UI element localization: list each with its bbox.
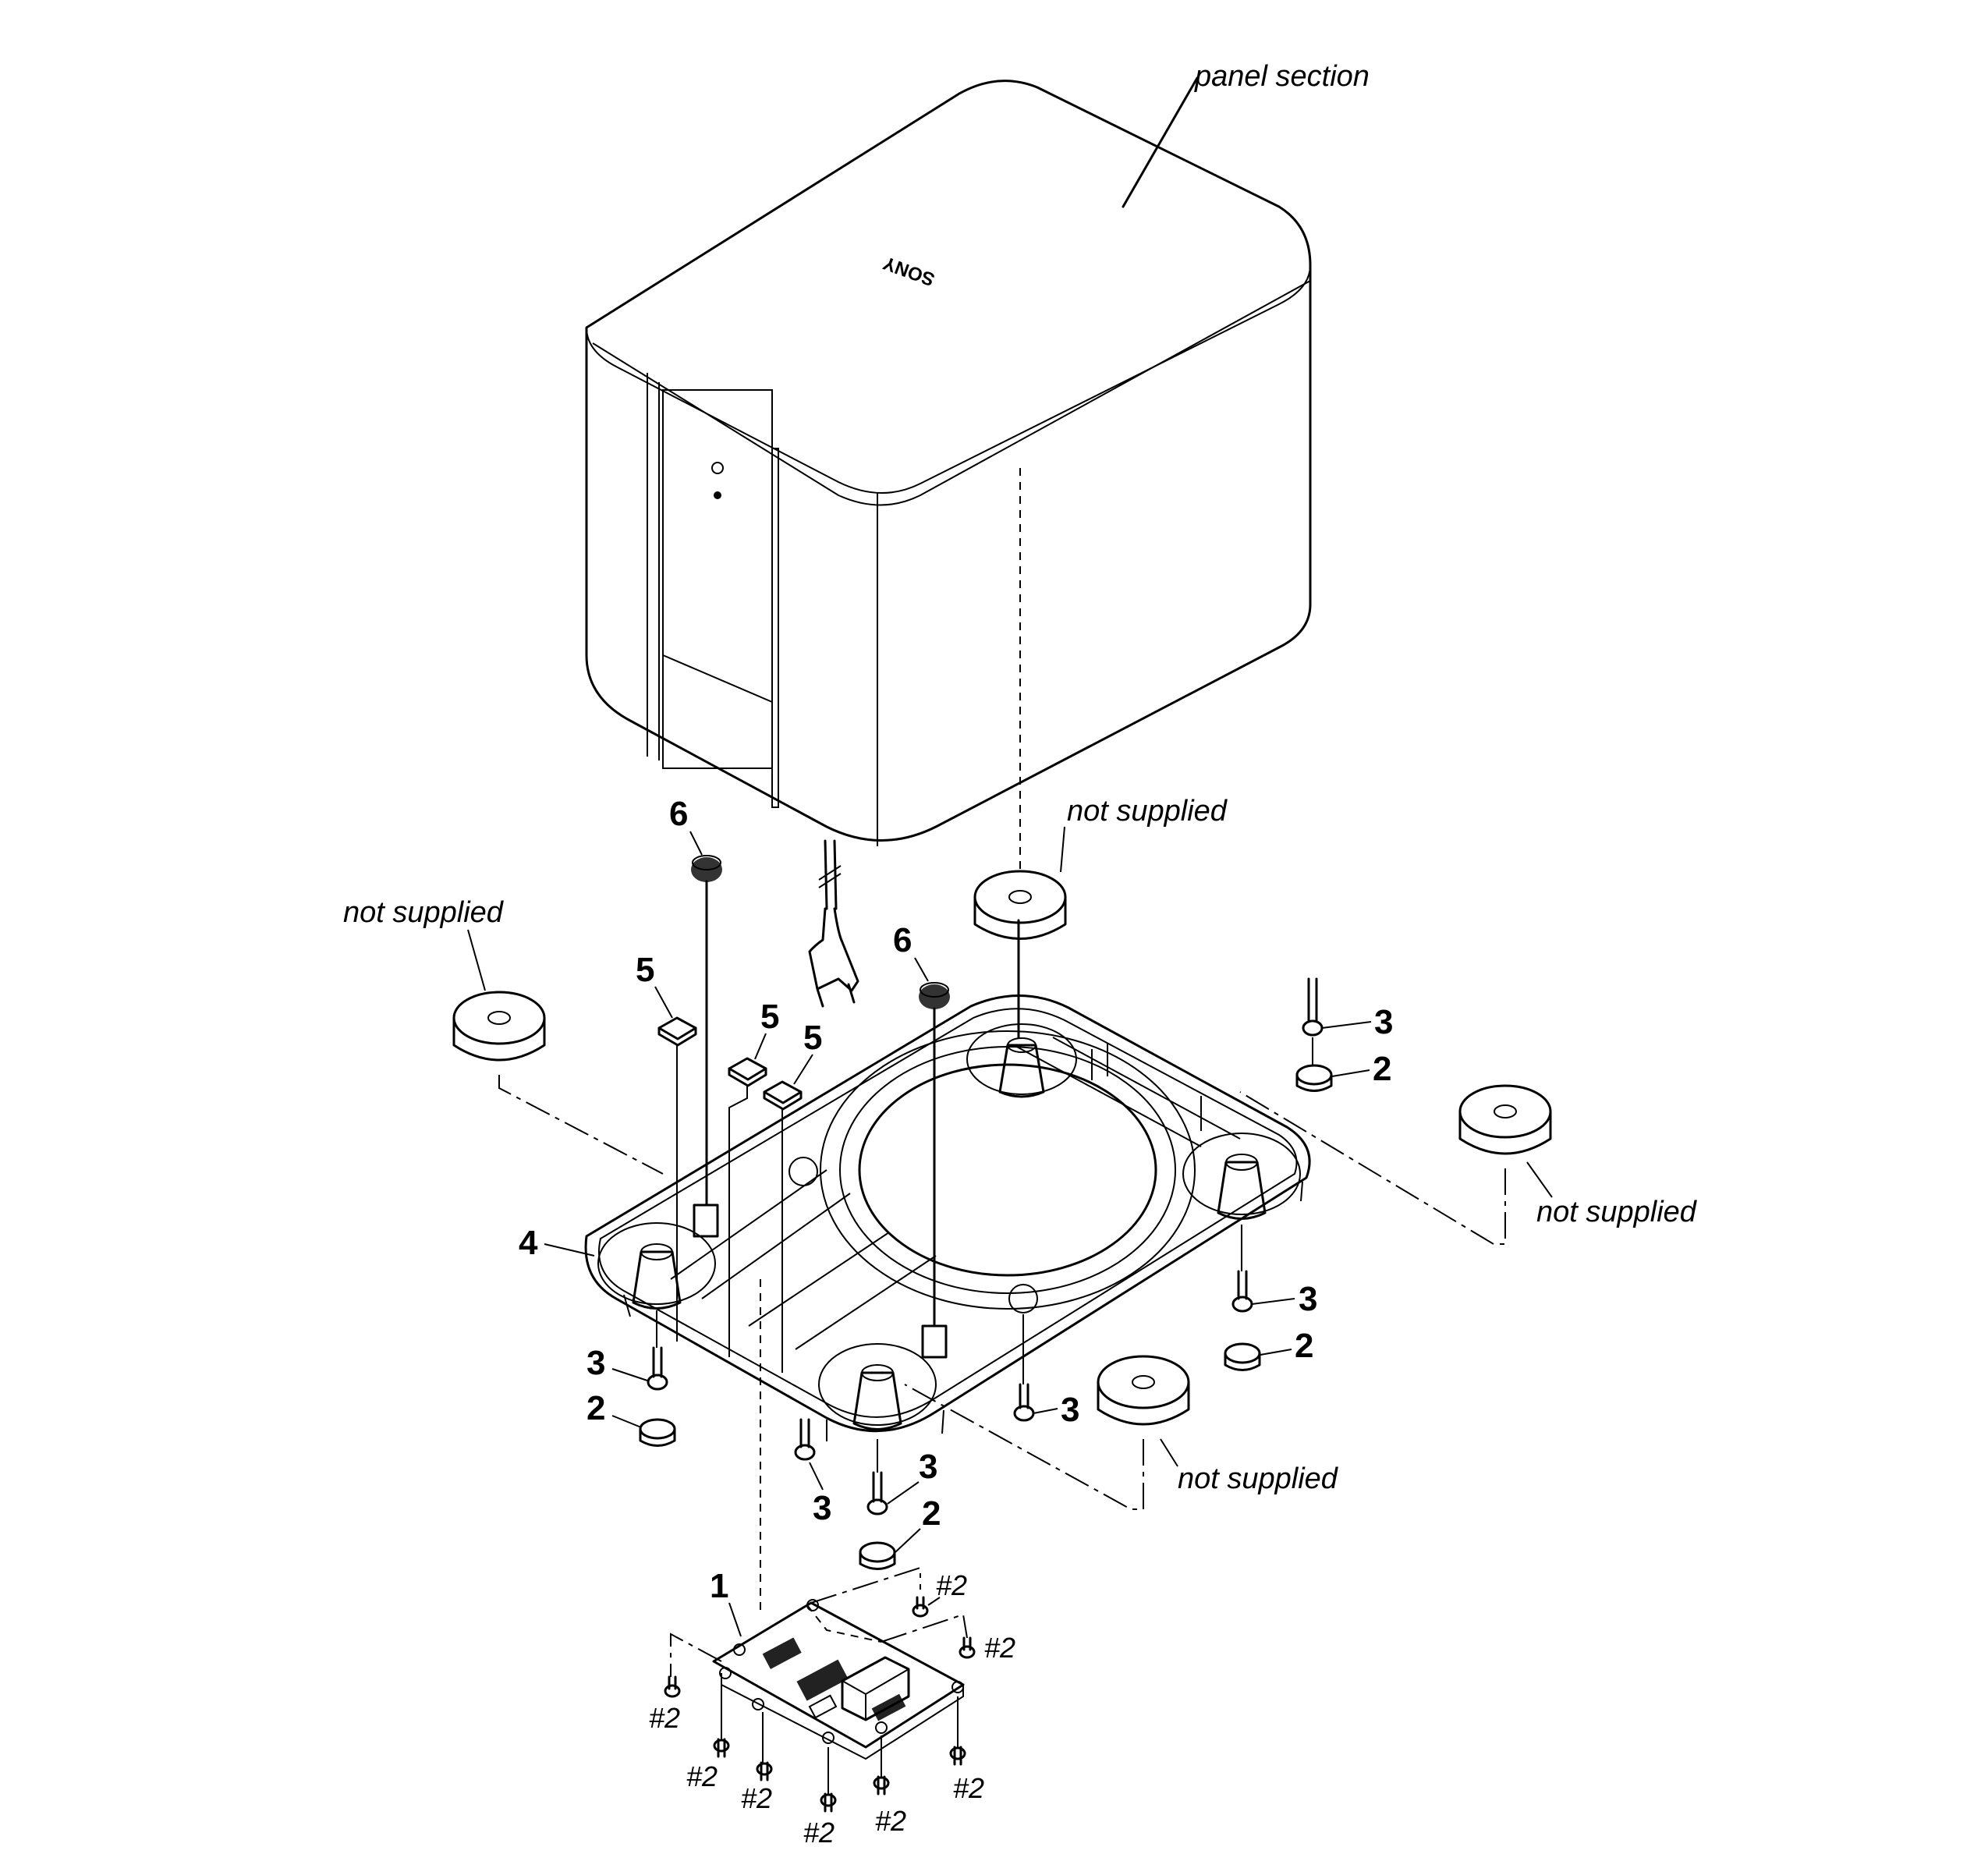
part-label-2-right: 2 <box>1295 1327 1313 1365</box>
foot-2-left <box>639 1418 676 1447</box>
screw-3-center-left <box>794 1418 816 1461</box>
part-label-2-left: 2 <box>586 1389 605 1427</box>
screw-ref-label-b: #2 <box>984 1632 1015 1664</box>
label-panel-section: panel section <box>1194 60 1370 93</box>
part-label-3-left: 3 <box>586 1344 605 1382</box>
label-not-supplied-top: not supplied <box>1067 795 1228 828</box>
part-label-2-top-right: 2 <box>1373 1050 1391 1088</box>
panel-section-enclosure: SONY <box>585 76 1312 846</box>
part-label-3-center-left: 3 <box>813 1489 831 1527</box>
circuit-board <box>670 1566 968 1760</box>
part-label-3-bottom: 3 <box>919 1448 937 1486</box>
brand-logo: SONY <box>881 252 937 290</box>
screw-ref-label-e: #2 <box>741 1782 772 1814</box>
part-5-c <box>763 1080 803 1373</box>
pad-not-supplied-bottom <box>1097 1355 1190 1426</box>
part-label-5-a: 5 <box>636 951 654 989</box>
foot-2-top-right <box>1295 1064 1333 1092</box>
part-5-b <box>728 1057 767 1357</box>
screw-ref-label-f: #2 <box>803 1817 835 1849</box>
foot-2-right <box>1224 1342 1261 1371</box>
pad-not-supplied-top <box>973 870 1067 940</box>
part-6-left <box>691 855 722 1207</box>
screw-3-bottom <box>866 1439 888 1515</box>
part-label-3-right: 3 <box>1299 1280 1317 1318</box>
screw-ref-2-e <box>756 1712 773 1781</box>
power-cord-plug <box>808 839 859 1008</box>
part-label-6-right: 6 <box>893 921 912 959</box>
screw-ref-2-c <box>664 1675 681 1698</box>
screw-ref-2-h <box>949 1696 966 1766</box>
part-6-right <box>919 982 950 1328</box>
base-frame <box>584 994 1311 1441</box>
screw-ref-label-h: #2 <box>953 1772 984 1804</box>
part-label-1: 1 <box>710 1567 728 1605</box>
part-label-4: 4 <box>519 1224 538 1262</box>
screw-3-right <box>1231 1225 1253 1313</box>
foot-2-bottom <box>859 1541 896 1570</box>
part-5-a <box>657 1016 697 1342</box>
part-label-5-b: 5 <box>760 998 779 1036</box>
part-label-3-center-right: 3 <box>1061 1391 1079 1429</box>
screw-3-left <box>647 1310 668 1391</box>
screw-ref-label-g: #2 <box>875 1805 906 1837</box>
screw-ref-label-c: #2 <box>649 1702 680 1734</box>
label-not-supplied-left: not supplied <box>343 896 505 929</box>
screw-ref-2-d <box>713 1685 730 1758</box>
part-label-2-bottom: 2 <box>922 1494 941 1533</box>
screw-3-top-right <box>1302 977 1324 1065</box>
screw-ref-label-a: #2 <box>936 1569 967 1601</box>
screw-3-center-right <box>1013 1314 1035 1422</box>
pad-not-supplied-right <box>1458 1084 1552 1155</box>
label-not-supplied-bottom: not supplied <box>1178 1462 1339 1495</box>
part-label-3-top-right: 3 <box>1374 1003 1393 1041</box>
label-not-supplied-right: not supplied <box>1536 1196 1698 1228</box>
part-label-5-c: 5 <box>803 1019 822 1057</box>
screw-ref-2-a <box>912 1596 929 1618</box>
screw-ref-label-d: #2 <box>686 1760 718 1792</box>
screw-ref-2-f <box>820 1747 837 1813</box>
part-label-6-left: 6 <box>669 795 688 833</box>
pad-not-supplied-left <box>452 991 546 1062</box>
screw-ref-2-b <box>959 1636 976 1659</box>
screw-ref-2-g <box>873 1735 890 1796</box>
